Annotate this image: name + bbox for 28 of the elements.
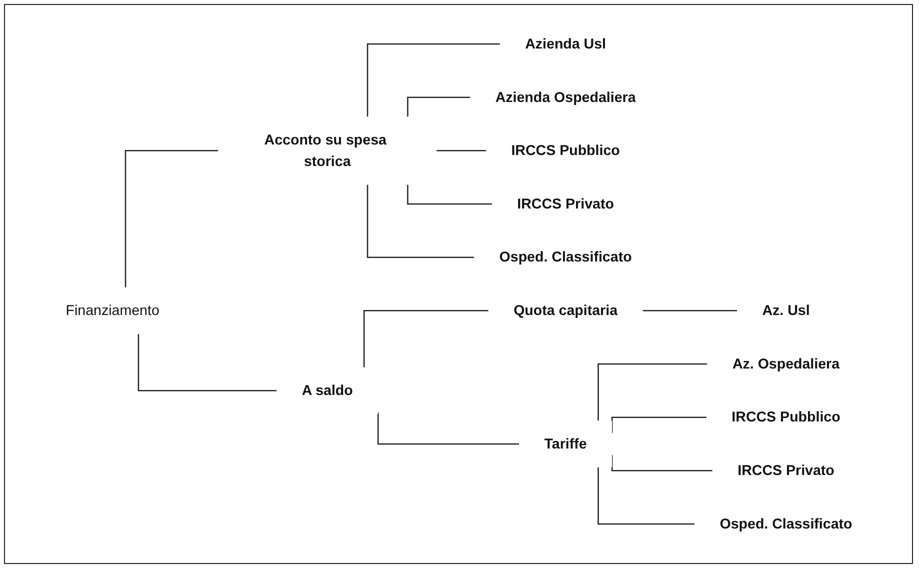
node-text: Finanziamento: [65, 302, 159, 318]
connector: [376, 412, 519, 445]
node-text: IRCCS Pubblico: [510, 142, 620, 158]
node-text: Azienda Usl: [524, 36, 606, 52]
node-text: Azienda Ospedaliera: [494, 89, 636, 106]
connector: [610, 455, 712, 472]
node-text: IRCCS Privato: [737, 462, 834, 478]
node-text: Osped. Classificato: [498, 249, 632, 266]
node-text: Acconto su spesa storica: [264, 132, 386, 170]
node-text: IRCCS Privato: [516, 196, 614, 212]
connector: [137, 334, 276, 392]
node-text: A saldo: [301, 382, 352, 398]
connector: [362, 310, 488, 368]
connector: [366, 43, 500, 117]
connector: [610, 416, 706, 433]
connector: [124, 150, 218, 288]
node-text: IRCCS Pubblico: [731, 409, 840, 426]
node-text: Az. Usl: [762, 302, 810, 318]
node-text: Osped. Classificato: [719, 516, 852, 532]
connector: [406, 184, 492, 205]
node-text: Az. Ospedaliera: [732, 356, 840, 372]
connector: [597, 467, 694, 525]
connector: [597, 363, 707, 421]
connector: [366, 184, 474, 258]
connector: [406, 96, 470, 117]
connector: [435, 150, 486, 152]
connector: [642, 310, 736, 312]
node-text: Quota capitaria: [513, 302, 618, 318]
